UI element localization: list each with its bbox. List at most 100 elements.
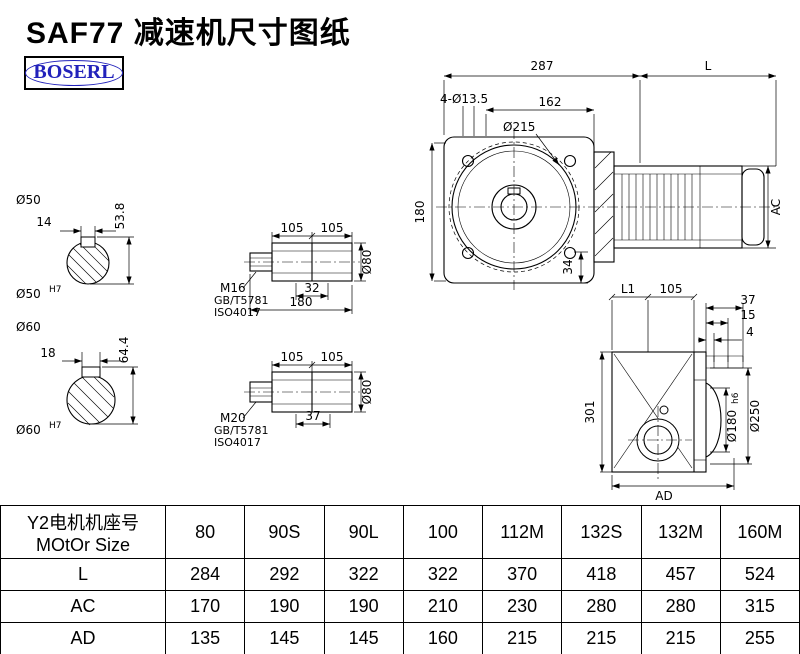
bolt-hole <box>461 246 475 260</box>
keyway-notch <box>80 236 96 248</box>
dim-stub2-seg-a: 105 <box>281 350 304 364</box>
label-stub2-std2: ISO4017 <box>214 436 261 449</box>
dim-shaft1-keywidth: 14 <box>36 215 51 229</box>
dim-step-4: 4 <box>746 325 754 339</box>
dimension-drawing: Ø50 14 53.8 Ø50 H7 Ø60 18 64.4 Ø60 H7 <box>16 59 783 503</box>
dim-cell: 292 <box>244 558 325 591</box>
dim-cell: 322 <box>402 558 484 591</box>
dim-side-depth: AD <box>655 489 672 503</box>
logo-text: BOSERL <box>33 61 115 83</box>
shaft-section-50: Ø50 14 53.8 Ø50 H7 <box>16 193 134 301</box>
dim-motor-length: L <box>705 59 712 73</box>
label-stub2-std1: GB/T5781 <box>214 424 269 437</box>
frame-size-cell: 90L <box>323 505 404 559</box>
dim-cell: 370 <box>481 558 563 591</box>
frame-size-cell: 132S <box>561 505 642 559</box>
front-view: 287 L 4-Ø13.5 162 Ø215 18 <box>413 59 783 290</box>
dim-stub2-thread-len: 37 <box>305 409 320 423</box>
motor-size-header-en: MOtOr Size <box>35 534 130 555</box>
frame-size-cell: 132M <box>640 505 721 559</box>
dimension-table: Y2电机机座号 MOtOr Size 80 90S 90L 100 112M 1… <box>0 505 800 654</box>
dim-shaft2-keywidth: 18 <box>40 346 55 360</box>
dim-cell: 190 <box>323 590 404 623</box>
dim-shaft2-bore-tol: H7 <box>49 421 62 431</box>
dim-flange-dia-side: Ø250 <box>748 400 762 432</box>
dim-cell: 284 <box>164 558 246 591</box>
frame-size-cell: 90S <box>244 505 325 559</box>
dim-cell: 280 <box>640 590 721 623</box>
side-view: L1 105 37 15 4 <box>583 282 762 503</box>
dim-stub2-dia: Ø80 <box>360 380 374 405</box>
dim-shaft1-keyheight: 53.8 <box>113 203 127 230</box>
plug-hole <box>659 405 669 415</box>
label-stub1-std1: GB/T5781 <box>214 294 269 307</box>
dim-shaft2-dia: Ø60 <box>16 320 41 334</box>
stub-shaft-m16: 105 105 M16 GB/T5781 ISO4017 32 180 Ø80 <box>214 221 374 319</box>
dim-cell: 255 <box>719 622 800 654</box>
dim-cell: 190 <box>244 590 325 623</box>
dim-flange-holes: 4-Ø13.5 <box>440 92 488 106</box>
dim-cell: 145 <box>323 622 404 654</box>
dim-foot-offset: 34 <box>561 259 575 274</box>
frame-size-cell: 112M <box>481 505 563 559</box>
shaft-section-60: Ø60 18 64.4 Ø60 H7 <box>16 320 138 437</box>
dim-step-15: 15 <box>740 308 755 322</box>
dim-shaft2-keyheight: 64.4 <box>117 337 131 364</box>
label-stub2-thread: M20 <box>220 411 246 425</box>
dim-stub1-total-len: 180 <box>290 295 313 309</box>
dim-overall-width: 287 <box>531 59 554 73</box>
table-header-row: Y2电机机座号 MOtOr Size 80 90S 90L 100 112M 1… <box>0 505 800 559</box>
dim-cell: 170 <box>164 590 246 623</box>
dim-cell: 524 <box>719 558 800 591</box>
dim-cell: 215 <box>640 622 721 654</box>
dim-cell: 315 <box>719 590 800 623</box>
dim-side-height: 301 <box>583 401 597 424</box>
dim-cell: 135 <box>164 622 246 654</box>
dim-cell: 145 <box>244 622 325 654</box>
dim-step-37: 37 <box>740 293 755 307</box>
housing-side <box>611 351 707 473</box>
frame-size-cell: 80 <box>164 505 246 559</box>
flange-bulge <box>705 382 722 458</box>
brand-logo: BOSERL <box>24 56 124 90</box>
page-title: SAF77 减速机尺寸图纸 <box>26 17 351 50</box>
motor-size-header-cn: Y2电机机座号 <box>26 512 140 533</box>
frame-size-cell: 100 <box>402 505 484 559</box>
fan-cover <box>741 168 765 246</box>
dim-cell: 322 <box>323 558 404 591</box>
row-label: AC <box>0 590 166 623</box>
dim-shaft1-bore-tol: H7 <box>49 285 62 295</box>
label-stub1-thread: M16 <box>220 281 246 295</box>
row-label: L <box>0 558 166 591</box>
dim-stub1-dia: Ø80 <box>360 250 374 275</box>
dim-cell: 280 <box>561 590 642 623</box>
dim-cell: 215 <box>561 622 642 654</box>
dim-motor-dia: AC <box>769 199 783 215</box>
dim-cell: 210 <box>402 590 484 623</box>
dim-stub1-thread-len: 32 <box>304 281 319 295</box>
label-stub1-std2: ISO4017 <box>214 306 261 319</box>
motor-size-header: Y2电机机座号 MOtOr Size <box>0 505 166 559</box>
dim-flange-width: 162 <box>539 95 562 109</box>
row-label: AD <box>0 622 166 654</box>
dim-stub2-seg-b: 105 <box>321 350 344 364</box>
bolt-hole <box>563 154 577 168</box>
dim-side-l1: L1 <box>621 282 635 296</box>
dim-cell: 457 <box>640 558 721 591</box>
dim-cell: 418 <box>561 558 642 591</box>
table-row-AD: AD 135 145 145 160 215 215 215 255 <box>0 622 800 654</box>
dim-center-height: 180 <box>413 201 427 224</box>
logo-oval: BOSERL <box>25 60 123 86</box>
dim-spigot-tol: h6 <box>731 392 741 404</box>
dim-flange-dia: Ø215 <box>503 120 535 134</box>
dim-shaft2-bore: Ø60 <box>16 423 41 437</box>
table-row-L: L 284 292 322 322 370 418 457 524 <box>0 558 800 591</box>
dim-stub1-seg-a: 105 <box>281 221 304 235</box>
dim-shaft1-dia: Ø50 <box>16 193 41 207</box>
bolt-hole <box>461 154 475 168</box>
dim-spigot-dia: Ø180 <box>725 410 739 442</box>
frame-size-cell: 160M <box>719 505 800 559</box>
keyway-notch <box>81 366 101 378</box>
stub-shaft-m20: 105 105 M20 GB/T5781 ISO4017 37 Ø80 <box>214 350 374 449</box>
dim-side-105: 105 <box>660 282 683 296</box>
